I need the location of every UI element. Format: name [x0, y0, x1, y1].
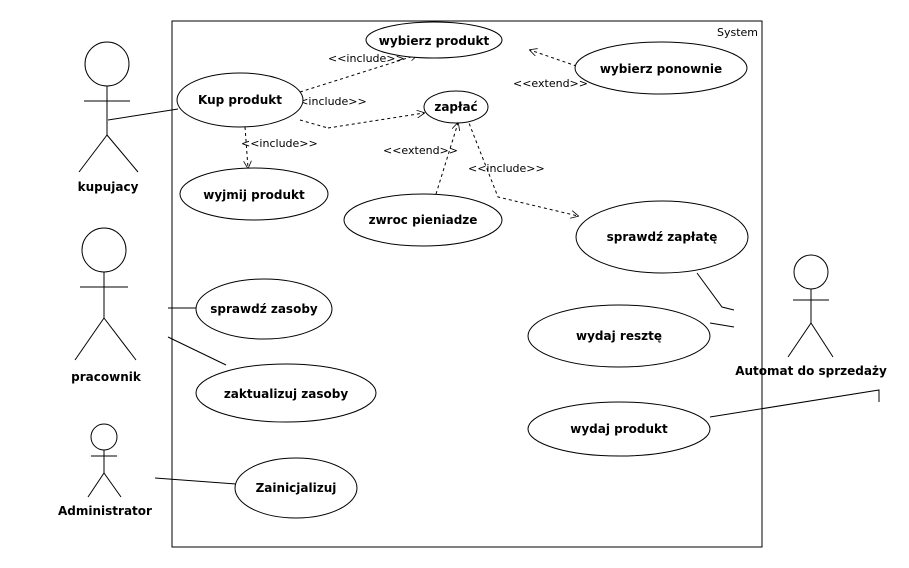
actor-pracownik[interactable]	[74, 227, 137, 361]
usecase-zaplac-label: zapłać	[434, 100, 477, 114]
usecase-kup-produkt[interactable]	[176, 72, 304, 128]
usecase-zwroc-pieniadze[interactable]	[343, 193, 503, 247]
usecase-sprawdz-zasoby[interactable]	[195, 278, 333, 340]
usecase-wybierz-ponownie[interactable]	[574, 41, 748, 95]
usecase-sprawdz-zaplate-label: sprawdź zapłatę	[607, 230, 718, 244]
include-label-1: <<include>>	[328, 52, 405, 65]
usecase-wyjmij-produkt[interactable]	[179, 167, 329, 221]
usecase-wybierz-produkt[interactable]	[365, 21, 503, 59]
usecase-zaktualizuj-zasoby[interactable]	[195, 363, 377, 423]
extend-label-1: <<extend>>	[513, 77, 588, 90]
actor-pracownik-label: pracownik	[71, 370, 142, 384]
usecase-wydaj-produkt-label: wydaj produkt	[570, 422, 668, 436]
system-boundary	[171, 20, 763, 548]
associations	[107, 108, 880, 485]
actor-automat[interactable]	[787, 254, 834, 358]
actor-kupujacy[interactable]	[78, 41, 139, 173]
usecase-wydaj-reszte[interactable]	[527, 304, 711, 368]
actor-administrator-label: Administrator	[58, 504, 152, 518]
include-label-3: <<include>>	[241, 137, 318, 150]
usecase-wyjmij-produkt-label: wyjmij produkt	[203, 188, 305, 202]
actor-automat-label: Automat do sprzedaży	[735, 364, 887, 378]
actor-kupujacy-label: kupujacy	[78, 180, 139, 194]
usecase-wybierz-produkt-label: wybierz produkt	[379, 34, 490, 48]
actor-administrator[interactable]	[87, 423, 122, 498]
dependencies	[245, 50, 589, 216]
usecase-wydaj-produkt[interactable]	[527, 401, 711, 457]
include-label-2: <<include>>	[290, 95, 367, 108]
usecase-zwroc-pieniadze-label: zwroc pieniadze	[369, 213, 478, 227]
system-label: System	[717, 26, 758, 39]
extend-label-2: <<extend>>	[383, 144, 458, 157]
include-label-4: <<include>>	[468, 162, 545, 175]
usecase-sprawdz-zaplate[interactable]	[575, 200, 749, 274]
usecase-zaktualizuj-zasoby-label: zaktualizuj zasoby	[224, 387, 349, 401]
usecase-wydaj-reszte-label: wydaj resztę	[576, 329, 662, 343]
usecase-kup-produkt-label: Kup produkt	[198, 93, 282, 107]
usecase-wybierz-ponownie-label: wybierz ponownie	[600, 62, 722, 76]
usecase-zainicjalizuj[interactable]	[234, 457, 358, 519]
usecase-zainicjalizuj-label: Zainicjalizuj	[256, 481, 337, 495]
usecase-sprawdz-zasoby-label: sprawdź zasoby	[210, 302, 318, 316]
usecase-zaplac[interactable]	[423, 90, 489, 124]
